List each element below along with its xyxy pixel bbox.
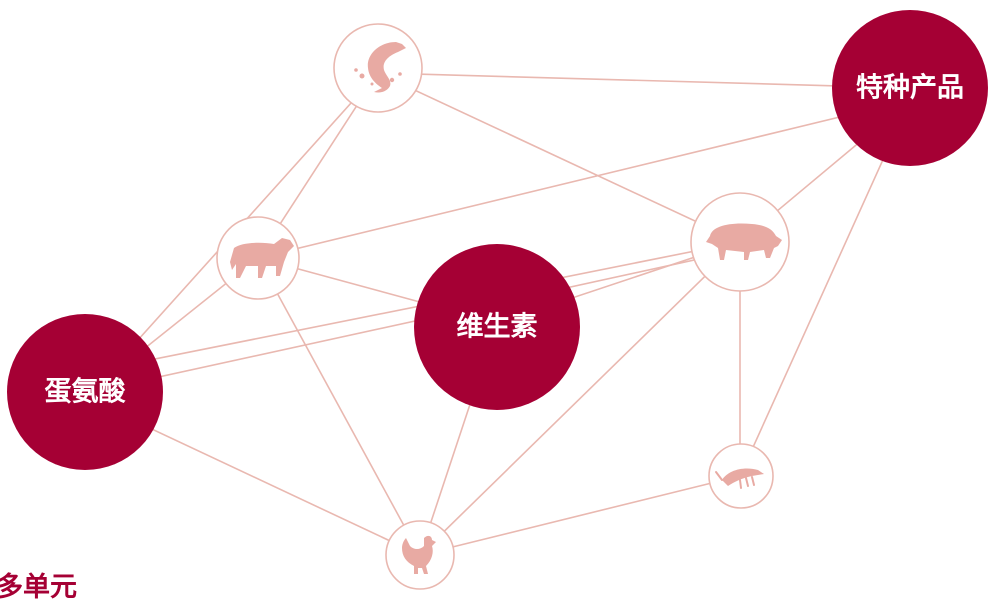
edge <box>419 475 741 556</box>
edge <box>377 72 911 89</box>
fish-icon <box>354 42 406 93</box>
edge <box>257 257 421 556</box>
hub-specialty-label: 特种产品 <box>856 73 964 104</box>
hub-circle <box>414 244 580 410</box>
chicken-icon <box>402 535 436 574</box>
hub-methionine-label: 蛋氨酸 <box>45 377 127 408</box>
pig-node <box>690 192 790 292</box>
edge <box>119 72 379 361</box>
cow-node <box>216 216 300 300</box>
shrimp-node <box>708 443 774 509</box>
section-caption: 多单元 <box>0 572 77 603</box>
edge <box>257 99 911 259</box>
hub-circle <box>7 314 163 470</box>
edge <box>739 99 911 477</box>
edge <box>419 241 741 556</box>
hub-circle <box>832 10 988 166</box>
edge <box>89 241 741 373</box>
hub-specialty: 特种产品 <box>832 10 988 166</box>
hub-vitamins: 维生素 <box>414 244 580 410</box>
hub-methionine: 蛋氨酸 <box>7 314 163 470</box>
fish-node <box>333 23 423 113</box>
cow-icon <box>230 238 294 278</box>
hub-vitamins-label: 维生素 <box>457 312 538 343</box>
edge <box>377 72 741 243</box>
shrimp-icon <box>715 468 764 489</box>
pig-icon <box>706 223 782 260</box>
chicken-node <box>385 520 455 590</box>
